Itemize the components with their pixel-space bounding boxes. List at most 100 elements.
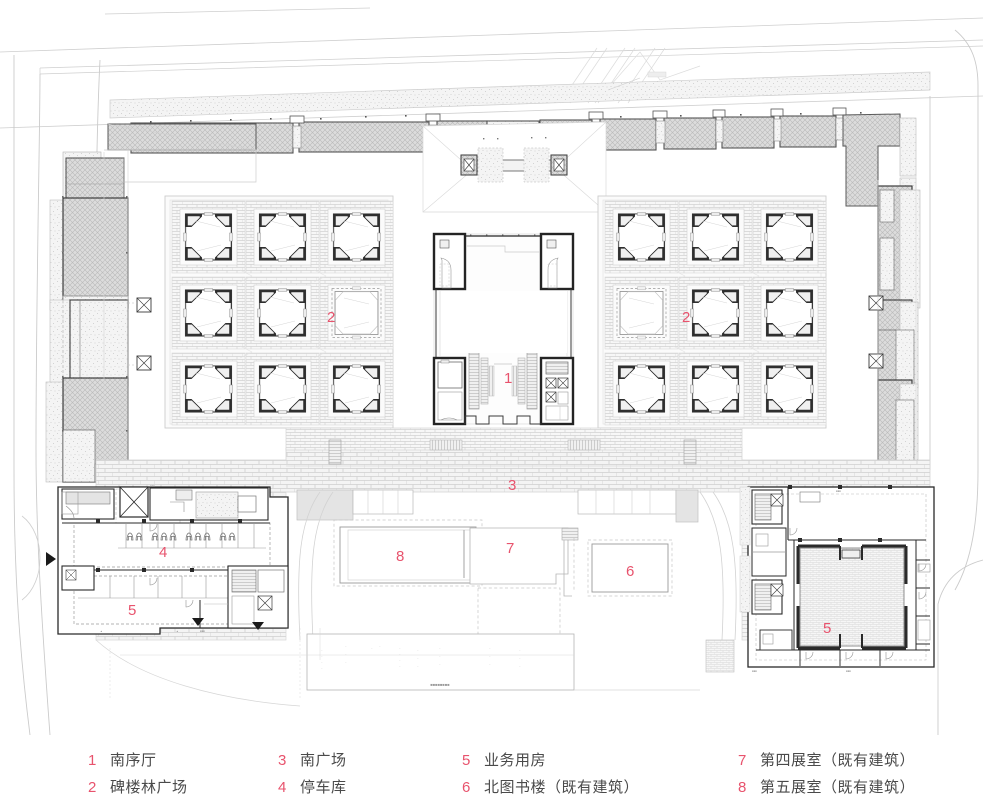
legend-label: 南广场 [300,752,347,769]
legend-item: 7 第四展室（既有建筑） [738,749,915,776]
west-boundary-structures [45,123,257,483]
east-boundary-structures [842,113,921,478]
stele-module [752,276,827,350]
legend-label: 第四展室（既有建筑） [760,752,916,769]
legend-number: 3 [278,752,287,769]
legend-item: 2 碑楼林广场 [88,776,188,803]
stele-module-open [604,276,679,350]
svg-text:▲: ▲ [176,630,179,633]
svg-text:·: · [439,655,440,659]
svg-text:·: · [489,647,490,651]
site-plan-drawing: ■■■ ▲ ▲ ■■■ [0,7,983,735]
legend-number: 4 [278,779,287,796]
stele-module [245,352,320,426]
svg-text:■■■: ■■■ [846,670,851,673]
legend-item: 6 北图书楼（既有建筑） [462,776,639,803]
stele-module [604,200,679,274]
legend-item: 1 南序厅 [88,749,188,776]
legend-label: 北图书楼（既有建筑） [484,779,640,796]
svg-text:■■■: ■■■ [836,490,841,493]
svg-text:·: · [321,661,322,665]
north-paved-strip [109,71,931,119]
north-wall-gate-caps [289,107,847,124]
svg-text:■■■■■■■■: ■■■■■■■■ [430,682,450,687]
stele-tower-plaza-west [164,195,394,429]
stele-module [678,352,753,426]
svg-text:·: · [321,649,322,653]
stele-module-open [319,276,394,350]
legend-column-2: 3 南广场 4 停车库 [278,749,347,803]
svg-text:·: · [519,657,520,661]
svg-text:·: · [417,649,418,653]
legend-column-1: 1 南序厅 2 碑楼林广场 [88,749,188,803]
legend-number: 1 [88,752,97,769]
legend-number: 7 [738,752,747,769]
south-vestibule-building [432,232,575,426]
svg-text:·: · [321,655,322,659]
parking-and-service-west: ■■■ ▲ ▲ ■■■ [57,485,289,635]
south-site-lines [95,639,939,707]
svg-text:·: · [345,645,346,649]
svg-text:·: · [399,653,400,657]
stele-module [245,200,320,274]
svg-text:·: · [439,663,440,667]
legend-number: 5 [462,752,471,769]
legend-column-3: 5 业务用房 6 北图书楼（既有建筑） [462,749,639,803]
legend-item: 8 第五展室（既有建筑） [738,776,915,803]
svg-text:·: · [519,665,520,669]
svg-text:·: · [489,663,490,667]
stele-module [604,352,679,426]
svg-text:■■■: ■■■ [752,670,757,673]
stele-module [171,200,246,274]
legend-label: 南序厅 [110,752,157,769]
north-wall-column-ticks [150,112,862,123]
stele-module [319,200,394,274]
legend-label: 业务用房 [484,752,547,769]
svg-text:·: · [321,667,322,671]
svg-text:·: · [371,647,372,651]
svg-text:·: · [519,649,520,653]
stele-module [245,276,320,350]
entry-arrow-west [46,552,56,566]
svg-text:·: · [417,657,418,661]
svg-text:·: · [489,655,490,659]
north-gate [422,121,607,213]
svg-text:·: · [399,659,400,663]
svg-text:·: · [345,653,346,657]
stele-module [678,276,753,350]
legend-item: 3 南广场 [278,749,347,776]
svg-text:·: · [399,665,400,669]
svg-text:·: · [345,661,346,665]
legend-label: 停车库 [300,779,347,796]
stele-module [678,200,753,274]
parking-stalls [118,523,266,549]
legend-column-4: 7 第四展室（既有建筑） 8 第五展室（既有建筑） [738,749,915,803]
stele-module [752,352,827,426]
entry-arrow-south [252,622,264,630]
svg-text:■■■: ■■■ [150,485,155,488]
fifth-exhibition-hall [333,519,483,587]
north-library-existing [587,539,673,597]
svg-text:■■■: ■■■ [200,630,205,633]
stele-module [319,352,394,426]
inscription-panel: ···· ··· ·· ···· ··· ··· ··· ··· ■■■■■■■… [109,628,575,700]
stele-module [171,276,246,350]
legend: 1 南序厅 2 碑楼林广场 3 南广场 4 停车库 5 业务用房 [0,735,983,810]
legend-item: 4 停车库 [278,776,347,803]
legend-label: 碑楼林广场 [110,779,188,796]
legend-label: 第五展室（既有建筑） [760,779,916,796]
svg-text:▲: ▲ [100,630,103,633]
svg-text:·: · [417,665,418,669]
legend-number: 8 [738,779,747,796]
legend-number: 2 [88,779,97,796]
legend-item: 5 业务用房 [462,749,639,776]
stele-module [752,200,827,274]
service-building-east: ■■■ ■■■ ■■■ [705,485,935,673]
svg-text:·: · [439,647,440,651]
stele-tower-plaza-east [597,195,827,429]
svg-text:·: · [379,645,380,649]
stele-module [171,352,246,426]
legend-number: 6 [462,779,471,796]
svg-text:·: · [399,647,400,651]
